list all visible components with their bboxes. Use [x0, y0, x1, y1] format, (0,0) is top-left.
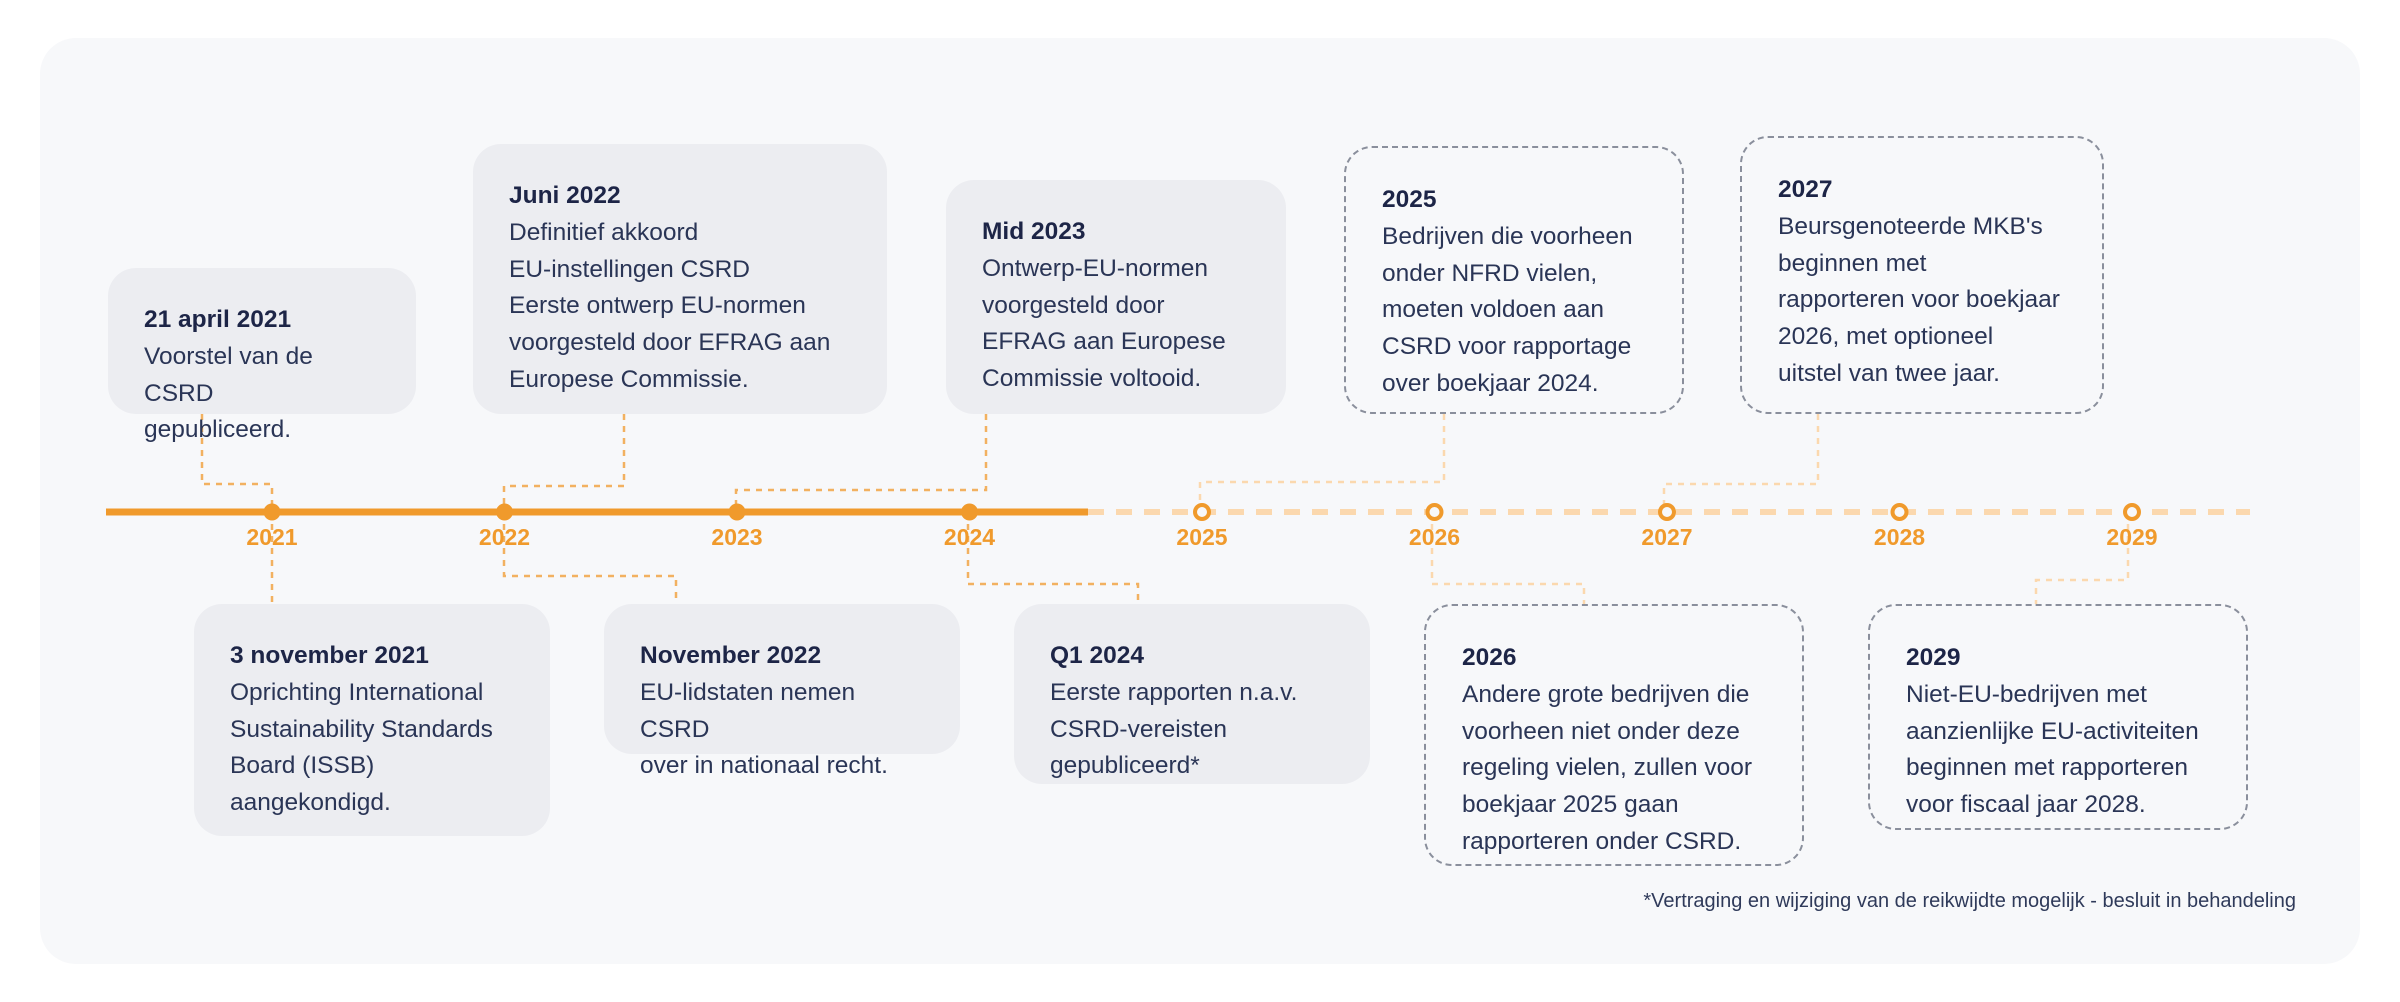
event-text: CSRD-vereisten: [1050, 715, 1227, 743]
event-date: November 2022: [640, 642, 822, 669]
event-text: moeten voldoen aan: [1382, 296, 1605, 324]
year-label: 2024: [944, 524, 995, 550]
year-marker: [496, 503, 513, 521]
connector-line: [734, 414, 988, 512]
event-text: onder NFRD vielen,: [1382, 259, 1598, 287]
event-text: Voorstel van de CSRD: [144, 342, 313, 407]
event-date: 3 november 2021: [230, 642, 429, 669]
event-text: Eerste ontwerp EU-normen: [509, 292, 806, 320]
event-card-mid-2023: Mid 2023 Ontwerp-EU-normen voorgesteld d…: [946, 180, 1286, 414]
event-text: Bedrijven die voorheen: [1382, 222, 1633, 250]
event-text: Oprichting International: [230, 678, 484, 706]
event-text: EU-instellingen CSRD: [509, 255, 751, 283]
connector-line: [1430, 512, 1586, 604]
event-date: 2027: [1778, 176, 1833, 203]
event-date: 2026: [1462, 644, 1517, 671]
event-date: Q1 2024: [1050, 642, 1144, 669]
year-marker: [1425, 503, 1444, 521]
event-text: voorheen niet onder deze: [1462, 717, 1740, 745]
event-date: 21 april 2021: [144, 306, 292, 333]
event-text: rapporteren voor boekjaar: [1778, 286, 2060, 314]
event-date: 2025: [1382, 186, 1437, 213]
event-text: over in nationaal recht.: [640, 752, 888, 780]
event-text: aanzienlijke EU-activiteiten: [1906, 717, 2199, 745]
event-text: gepubliceerd.: [144, 416, 292, 444]
connector-line: [502, 414, 626, 512]
event-date: Mid 2023: [982, 218, 1086, 245]
event-card-3-november-2021: 3 november 2021 Oprichting International…: [194, 604, 550, 836]
year-label: 2023: [711, 524, 762, 550]
year-label: 2021: [246, 524, 297, 550]
event-text: rapporteren onder CSRD.: [1462, 827, 1742, 855]
connector-line: [2034, 512, 2130, 604]
event-text: Commissie voltooid.: [982, 365, 1202, 393]
event-text: over boekjaar 2024.: [1382, 369, 1599, 397]
event-text: beginnen met rapporteren: [1906, 754, 2188, 782]
event-card-november-2022: November 2022 EU-lidstaten nemen CSRD ov…: [604, 604, 960, 779]
event-text: beginnen met: [1778, 249, 1927, 277]
event-card-juni-2022: Juni 2022 Definitief akkoord EU-instelli…: [473, 144, 887, 414]
event-card-q1-2024: Q1 2024 Eerste rapporten n.a.v. CSRD-ver…: [1014, 604, 1370, 784]
connector-line: [966, 512, 1140, 604]
event-text: Niet-EU-bedrijven met: [1906, 680, 2147, 708]
event-text: boekjaar 2025 gaan: [1462, 791, 1679, 819]
event-card-2029: 2029 Niet-EU-bedrijven met aanzienlijke …: [1868, 604, 2248, 830]
year-label: 2026: [1409, 524, 1460, 550]
year-marker: [263, 503, 281, 521]
event-card-2027: 2027 Beursgenoteerde MKB's beginnen met …: [1740, 136, 2104, 414]
event-text: voorgesteld door EFRAG aan: [509, 329, 831, 357]
year-label: 2028: [1874, 524, 1925, 550]
event-card-2026: 2026 Andere grote bedrijven die voorheen…: [1424, 604, 1804, 866]
event-text: Board (ISSB): [230, 752, 375, 780]
footnote: *Vertraging en wijziging van de reikwijd…: [1643, 890, 2296, 912]
year-label: 2025: [1176, 524, 1227, 550]
connector-line: [1662, 414, 1820, 512]
event-text: voor fiscaal jaar 2028.: [1906, 791, 2146, 819]
event-date: 2029: [1906, 644, 1961, 671]
event-text: EFRAG aan Europese: [982, 328, 1226, 356]
event-text: 2026, met optioneel: [1778, 323, 1994, 351]
event-text: Andere grote bedrijven die: [1462, 680, 1750, 708]
event-text: EU-lidstaten nemen CSRD: [640, 678, 856, 743]
event-text: Eerste rapporten n.a.v.: [1050, 678, 1298, 706]
event-text: Definitief akkoord: [509, 218, 699, 246]
year-label: 2029: [2106, 524, 2157, 550]
event-card-21-april-2021: 21 april 2021 Voorstel van de CSRD gepub…: [108, 268, 416, 443]
event-text: gepubliceerd*: [1050, 752, 1200, 780]
year-marker: [1890, 503, 1909, 521]
year-marker: [1193, 503, 1211, 521]
event-text: voorgesteld door: [982, 291, 1165, 319]
year-label: 2022: [479, 524, 530, 550]
event-text: Ontwerp-EU-normen: [982, 254, 1209, 282]
year-marker: [1658, 503, 1676, 521]
year-marker: [2123, 503, 2141, 521]
event-date: Juni 2022: [509, 182, 621, 209]
year-marker: [961, 503, 978, 521]
event-text: uitstel van twee jaar.: [1778, 359, 2000, 387]
year-marker: [728, 503, 746, 521]
connector-line: [1198, 414, 1446, 512]
connector-line: [502, 512, 678, 604]
event-text: aangekondigd.: [230, 789, 391, 817]
event-text: Europese Commissie.: [509, 365, 749, 393]
year-label: 2027: [1641, 524, 1692, 550]
event-card-2025: 2025 Bedrijven die voorheen onder NFRD v…: [1344, 146, 1684, 414]
event-text: CSRD voor rapportage: [1382, 333, 1632, 361]
event-text: Beursgenoteerde MKB's: [1778, 212, 2043, 240]
event-text: regeling vielen, zullen voor: [1462, 754, 1753, 782]
event-text: Sustainability Standards: [230, 715, 493, 743]
